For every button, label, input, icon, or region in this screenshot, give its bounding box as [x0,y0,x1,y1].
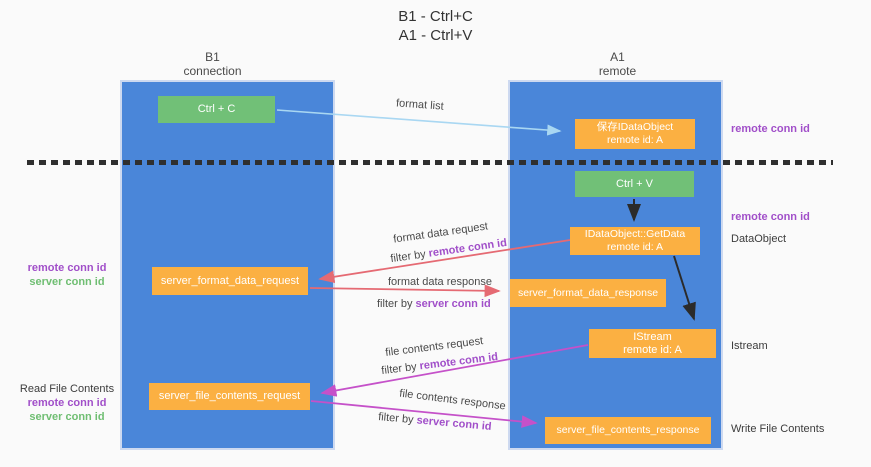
filter-by-text: filter by [389,248,427,266]
node-ctrl-c: Ctrl + C [158,96,275,123]
edge-label-filter-server-1: filter by server conn id [377,298,491,310]
right-remote-conn-id-top: remote conn id [731,123,810,135]
write-file-contents-label: Write File Contents [731,423,825,435]
filter-by-text: filter by [377,411,415,427]
edge-label-format-list: format list [395,97,445,113]
edge-label-filter-server-2: filter by server conn id [378,411,492,433]
read-file-contents-label: Read File Contents [19,383,115,395]
node-server-file-contents-request: server_file_contents_request [149,383,310,410]
node-format-request-label: server_format_data_request [160,274,300,287]
node-ctrl-v-label: Ctrl + V [616,177,653,190]
edge-label-format-data-response: format data response [388,276,492,288]
node-istream-line1: IStream [633,330,672,343]
node-file-request-label: server_file_contents_request [158,390,301,402]
node-getdata-line2: remote id: A [606,241,664,253]
title-line-2: A1 - Ctrl+V [398,27,473,44]
node-getdata-line1: IDataObject::GetData [584,228,686,240]
right-dataobject-label: DataObject [731,233,787,245]
lane-header-a1: A1 remote [545,50,690,78]
right-remote-conn-id-mid: remote conn id [731,211,810,223]
title-line-1: B1 - Ctrl+C [398,8,473,25]
node-istream: IStream remote id: A [589,329,716,358]
node-idataobject-getdata: IDataObject::GetData remote id: A [570,227,700,255]
server-conn-id-text: server conn id [415,298,491,310]
edge-label-file-contents-response: file contents response [398,387,507,413]
node-save-idataobject-line1: 保存IDataObject [596,121,674,133]
left-format-conn-labels: remote conn id server conn id [15,261,119,289]
right-istream-label: Istream [731,340,768,352]
lane-header-b1: B1 connection [140,50,285,78]
left-file-conn-labels: Read File Contents remote conn id server… [15,382,119,424]
diagram-title: B1 - Ctrl+C A1 - Ctrl+V [0,7,871,45]
left-remote-conn-id: remote conn id [27,262,107,274]
node-server-format-data-response: server_format_data_response [510,279,666,307]
node-save-idataobject: 保存IDataObject remote id: A [575,119,695,149]
node-ctrl-c-label: Ctrl + C [197,103,236,115]
left-server-conn-id: server conn id [29,276,105,288]
lane-b1-subtitle: connection [183,64,242,78]
left-remote-conn-id-2: remote conn id [27,397,107,409]
filter-by-text: filter by [380,360,418,378]
node-file-response-label: server_file_contents_response [556,424,700,436]
lane-b1-name: B1 [205,50,220,64]
server-conn-id-text: server conn id [416,414,493,433]
node-format-response-label: server_format_data_response [517,286,659,299]
node-server-format-data-request: server_format_data_request [152,267,308,295]
lane-a1-subtitle: remote [598,64,637,78]
remote-conn-id-text: remote conn id [427,236,508,260]
node-server-file-contents-response: server_file_contents_response [545,417,711,444]
left-server-conn-id-2: server conn id [29,411,105,423]
node-save-idataobject-line2: remote id: A [606,134,664,146]
dashed-divider [27,160,833,165]
lane-a1-name: A1 [610,50,625,64]
filter-by-text: filter by [377,298,413,310]
remote-conn-id-text: remote conn id [418,350,499,373]
node-ctrl-v: Ctrl + V [575,171,694,197]
node-istream-line2: remote id: A [623,343,682,356]
arrow-format-data-response [309,284,501,298]
